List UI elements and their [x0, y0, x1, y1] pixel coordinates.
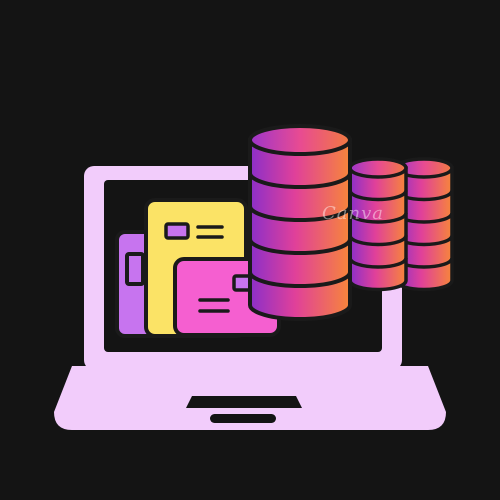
database-disc-separator — [348, 212, 408, 224]
database-body — [248, 138, 352, 321]
database-stack-small-middle — [348, 157, 408, 292]
database-disc-separator — [248, 205, 352, 222]
database-disc-separator — [248, 271, 352, 288]
database-stack-large — [248, 124, 352, 321]
database-disc-separator — [348, 190, 408, 202]
database-disc-separator — [248, 172, 352, 189]
database-top — [248, 124, 352, 156]
watermark-text: Canva — [322, 203, 384, 224]
database-disc-separator — [348, 235, 408, 247]
laptop-trackpad-bar — [210, 414, 276, 423]
laptop-trackpad — [186, 396, 302, 408]
database-disc-separator — [348, 257, 408, 269]
database-disc-separator — [248, 238, 352, 255]
database-top — [348, 157, 408, 179]
database-body — [348, 166, 408, 292]
